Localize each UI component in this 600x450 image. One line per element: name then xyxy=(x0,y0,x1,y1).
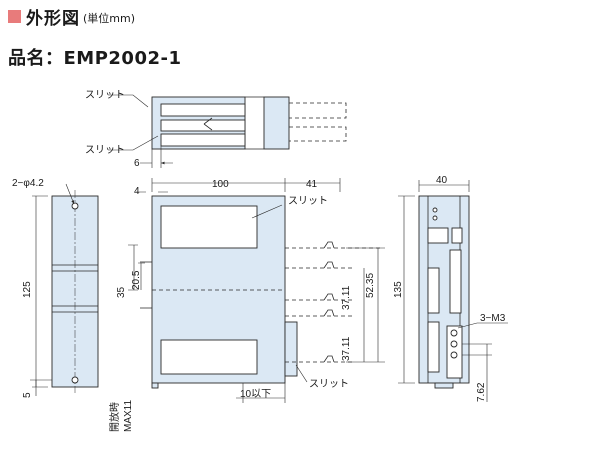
rear-connector-1 xyxy=(427,267,440,314)
side-slit-lower xyxy=(160,339,258,375)
top-view-joint xyxy=(245,96,264,150)
dim-41: 41 xyxy=(306,179,318,190)
side-slit-leader-bottom xyxy=(295,364,308,383)
dim-135-line xyxy=(398,195,415,384)
dim-7-62: 7.62 xyxy=(476,382,487,402)
unit-note: (単位mm) xyxy=(83,12,136,25)
dim-37-11-lower: 37.11 xyxy=(341,336,352,361)
rear-view xyxy=(398,180,508,402)
dim-5: 5 xyxy=(22,392,33,398)
top-slit-upper xyxy=(160,103,246,117)
dim-right-lines xyxy=(346,247,385,363)
side-slit-leader-top xyxy=(251,204,283,219)
top-slit-lower xyxy=(160,133,246,147)
connector-terminals xyxy=(323,241,335,363)
dim-4: 4 xyxy=(134,186,140,197)
header-marker xyxy=(8,9,21,23)
front-view xyxy=(30,183,99,396)
dim-20-5: 20.5 xyxy=(131,270,142,290)
rear-button xyxy=(451,227,463,244)
side-slit-upper xyxy=(160,205,258,249)
dim-6-lines xyxy=(140,146,173,168)
dim-100-41-lines xyxy=(151,178,341,192)
side-slit-label-top: スリット xyxy=(288,196,328,207)
mounting-hole-top xyxy=(71,202,79,210)
dim-52-35: 52.35 xyxy=(365,273,376,298)
dim-35: 35 xyxy=(116,286,127,298)
hole-spec: 2−φ4.2 xyxy=(12,178,44,189)
dim-37-11-upper: 37.11 xyxy=(341,285,352,310)
top-slit-label-2: スリット xyxy=(85,145,125,156)
rear-connector-2 xyxy=(449,249,462,314)
top-view-connector-block xyxy=(263,96,290,150)
side-view-terminal-block xyxy=(284,321,298,377)
section-header: 外形図 (単位mm) xyxy=(8,3,135,29)
dim-125-line xyxy=(32,195,48,388)
top-view-hidden-lines xyxy=(289,102,347,142)
dim-135: 135 xyxy=(393,281,404,298)
terminal-screw-3 xyxy=(450,351,458,359)
dim-7-62-line xyxy=(462,343,492,402)
screw-leader xyxy=(457,322,508,329)
dim-35-20-5-lines xyxy=(128,244,145,291)
side-view-connector-lines xyxy=(285,247,380,363)
model-name: 品名：EMP2002-1 xyxy=(8,48,182,69)
top-slit-leader-2 xyxy=(108,135,159,151)
dim-40-line xyxy=(418,180,470,192)
mounting-hole-bottom xyxy=(71,376,79,384)
side-slit-label-bottom: スリット xyxy=(309,379,349,390)
terminal-screw-2 xyxy=(450,340,458,348)
rear-switch xyxy=(427,227,449,244)
side-view-foot xyxy=(151,382,159,389)
side-mount-marks xyxy=(140,261,152,309)
dim-40: 40 xyxy=(436,175,448,186)
open-state-label: 開放時 xyxy=(108,402,121,432)
dim-10-max: 10以下 xyxy=(240,389,271,400)
top-slit-middle xyxy=(160,119,246,132)
screw-spec: 3−M3 xyxy=(480,313,506,324)
dim-10-line xyxy=(236,383,286,403)
hole-leader xyxy=(65,183,75,205)
top-view-release-mark xyxy=(203,117,213,131)
rear-connector-3 xyxy=(427,321,440,373)
rear-view-foot xyxy=(434,382,454,389)
dim-6: 6 xyxy=(134,158,140,169)
top-view xyxy=(108,94,347,168)
dim-100: 100 xyxy=(212,179,229,190)
section-title: 外形図 xyxy=(26,8,80,29)
open-state-max: MAX11 xyxy=(123,400,134,432)
dim-125: 125 xyxy=(22,281,33,298)
rear-led-2 xyxy=(432,215,438,221)
top-slit-leader-1 xyxy=(108,94,149,108)
terminal-screw-1 xyxy=(450,329,458,337)
top-slit-label-1: スリット xyxy=(85,90,125,101)
rear-led-1 xyxy=(432,207,438,213)
dim-5-line xyxy=(30,379,52,396)
side-view xyxy=(128,178,385,403)
